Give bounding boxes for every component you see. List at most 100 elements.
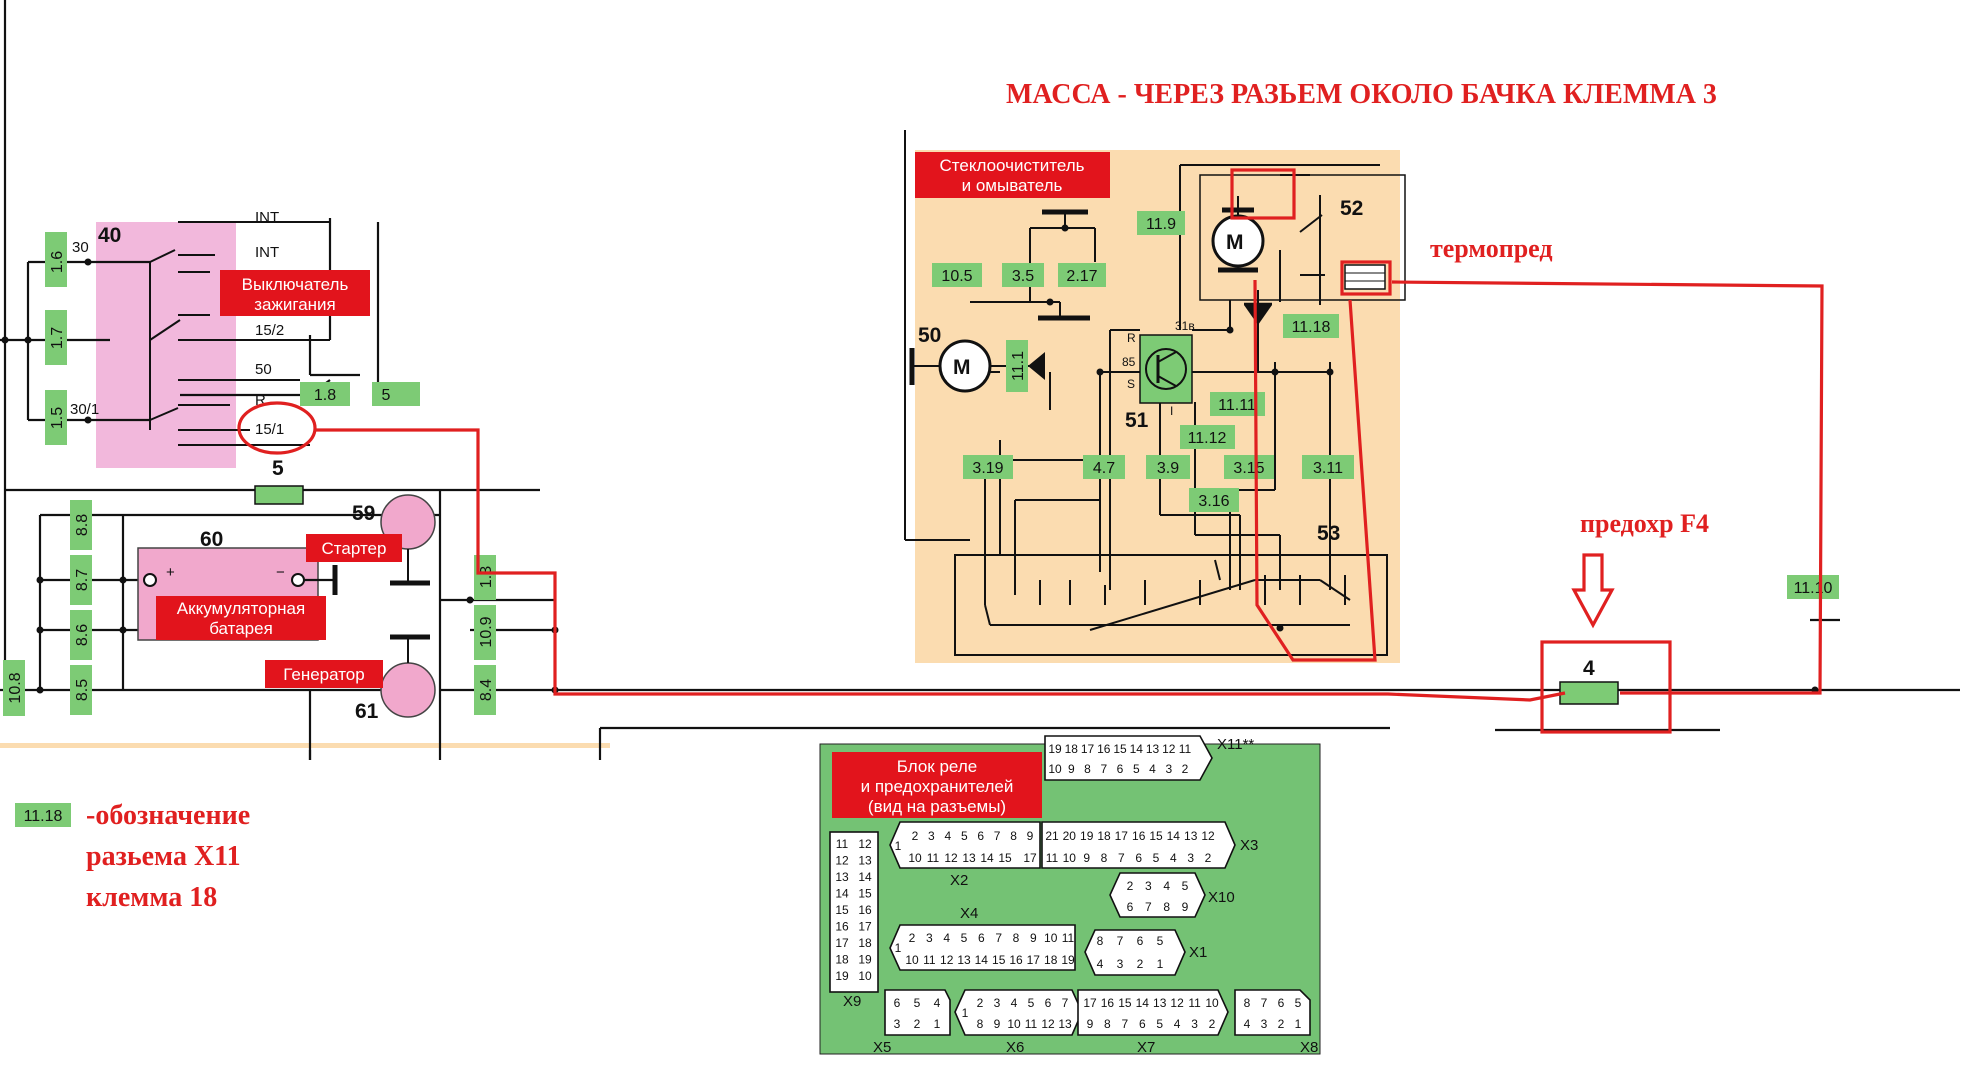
pin-x5-2: 2 bbox=[914, 1017, 921, 1031]
tag-11-12: 11.12 bbox=[1188, 430, 1227, 447]
battery-plus-sign: + bbox=[166, 564, 175, 581]
pin-x1-5: 5 bbox=[1157, 934, 1164, 948]
pin-x4-3: 3 bbox=[926, 931, 933, 945]
connector-x8-shell bbox=[1234, 989, 1311, 1036]
pin-x4-12: 12 bbox=[940, 953, 954, 967]
pin-x8-2: 2 bbox=[1278, 1017, 1285, 1031]
pin-x6-8: 8 bbox=[977, 1017, 984, 1031]
pin-x1-7: 7 bbox=[1117, 934, 1124, 948]
relay-block-label-box bbox=[832, 752, 1042, 818]
term-r: R bbox=[255, 392, 266, 409]
starter-label-box bbox=[306, 534, 402, 562]
pin-x4-16: 16 bbox=[1009, 953, 1023, 967]
pin-x9-10: 10 bbox=[858, 969, 872, 983]
tag-1-6-box bbox=[45, 232, 67, 287]
transistor-symbol bbox=[1145, 348, 1187, 390]
pin-x11-6: 6 bbox=[1117, 762, 1124, 776]
tag-3-9-box bbox=[1146, 455, 1190, 479]
pin-x3-12: 12 bbox=[1201, 829, 1215, 843]
tag-3-11: 3.11 bbox=[1313, 460, 1343, 477]
pin-x4-5: 5 bbox=[961, 931, 968, 945]
connector-shells bbox=[829, 735, 1311, 1036]
pin-x9-18: 18 bbox=[835, 953, 849, 967]
pin-x10-6: 6 bbox=[1127, 900, 1134, 914]
annotation-thermo: термопред bbox=[1430, 234, 1553, 263]
pin-x8-8: 8 bbox=[1244, 996, 1251, 1010]
pin-x3-11: 11 bbox=[1046, 851, 1059, 865]
pin-x4-1: 1 bbox=[895, 941, 902, 955]
connector-x2-shell bbox=[889, 821, 1041, 869]
pin-x1-2: 2 bbox=[1137, 957, 1144, 971]
tag-10-8: 10.8 bbox=[7, 672, 24, 703]
pin-x3-13: 13 bbox=[1184, 829, 1198, 843]
pin-x9-16: 16 bbox=[835, 920, 849, 934]
tag-3-16: 3.16 bbox=[1198, 493, 1229, 510]
pin-x7-9: 9 bbox=[1087, 1017, 1094, 1031]
highlight-ground bbox=[1230, 168, 1296, 220]
pin-x4-15: 15 bbox=[992, 953, 1006, 967]
tag-11-10-box bbox=[1787, 575, 1839, 599]
pin-x4-2: 2 bbox=[909, 931, 916, 945]
relay51-pin-s: S bbox=[1127, 377, 1135, 391]
pin-x6-12: 12 bbox=[1041, 1017, 1055, 1031]
pin-x7-4: 4 bbox=[1174, 1017, 1181, 1031]
connector-x6-shell bbox=[954, 989, 1083, 1036]
pin-x1-3: 3 bbox=[1117, 957, 1124, 971]
ignition-switch-ref: 40 bbox=[98, 224, 121, 247]
pin-x2-9: 9 bbox=[1027, 829, 1034, 843]
pin-x11-4: 4 bbox=[1149, 762, 1156, 776]
pin-x3-9: 9 bbox=[1083, 851, 1090, 865]
pin-x3-18: 18 bbox=[1097, 829, 1111, 843]
pin-x8-7: 7 bbox=[1261, 996, 1268, 1010]
tag-11-10: 11.10 bbox=[1794, 580, 1833, 597]
pin-x1-4: 4 bbox=[1097, 957, 1104, 971]
relay51-pin-r: R bbox=[1127, 331, 1136, 345]
red-annotation-overlay bbox=[237, 168, 1824, 734]
tag-1-5-box bbox=[45, 390, 67, 445]
term-50: 50 bbox=[255, 361, 272, 378]
pin-x9-18: 18 bbox=[858, 936, 872, 950]
relay51-pin-31: 31в bbox=[1175, 319, 1195, 333]
annotation-fuse: предохр F4 bbox=[1580, 509, 1709, 538]
connector-x7-shell bbox=[1077, 989, 1229, 1036]
pin-x3-17: 17 bbox=[1115, 829, 1129, 843]
pin-x4-19: 19 bbox=[1061, 953, 1075, 967]
pin-x1-8: 8 bbox=[1097, 934, 1104, 948]
tag-11-18-box bbox=[1283, 314, 1339, 338]
tag-4-7-box bbox=[1083, 455, 1125, 479]
connector-x4-name: X4 bbox=[960, 905, 978, 922]
legend-tag-box bbox=[15, 803, 71, 827]
ignition-switch-label-box bbox=[220, 270, 370, 316]
pin-x8-6: 6 bbox=[1278, 996, 1285, 1010]
pin-x4-10: 10 bbox=[1044, 931, 1058, 945]
generator-label-box bbox=[265, 660, 383, 688]
pin-x4-7: 7 bbox=[995, 931, 1002, 945]
pin-x3-5: 5 bbox=[1153, 851, 1160, 865]
red-wire-main bbox=[315, 428, 1566, 702]
tag-11-1: 11.1 bbox=[1010, 351, 1027, 381]
battery-label-2: батарея bbox=[209, 619, 273, 638]
pin-x2-3: 3 bbox=[928, 829, 935, 843]
tag-8-6-box bbox=[70, 610, 92, 660]
pin-x9-14: 14 bbox=[858, 870, 872, 884]
tag-4-7: 4.7 bbox=[1093, 460, 1115, 477]
wiper-label-2: и омыватель bbox=[962, 176, 1063, 195]
pin-x9-14: 14 bbox=[835, 887, 849, 901]
pin-x2-15: 15 bbox=[998, 851, 1012, 865]
tag-5-box bbox=[372, 382, 420, 406]
pin-x8-5: 5 bbox=[1295, 996, 1302, 1010]
connector-x6-name: X6 bbox=[1006, 1039, 1024, 1056]
fuse-5-ref: 5 bbox=[272, 457, 284, 480]
pin-x4-17: 17 bbox=[1027, 953, 1041, 967]
tag-2-17: 2.17 bbox=[1066, 268, 1097, 285]
fuse-4 bbox=[1559, 681, 1619, 705]
tag-3-5-box bbox=[1002, 263, 1044, 287]
term-30-1: 30/1 bbox=[70, 401, 99, 418]
pin-x9-19: 19 bbox=[835, 969, 849, 983]
tag-8-7-box bbox=[70, 555, 92, 605]
pin-x2-12: 12 bbox=[944, 851, 958, 865]
legend-line-1: -обозначение bbox=[86, 800, 250, 831]
relay51-pin-i: I bbox=[1170, 404, 1173, 418]
pin-x7-16: 16 bbox=[1101, 996, 1115, 1010]
